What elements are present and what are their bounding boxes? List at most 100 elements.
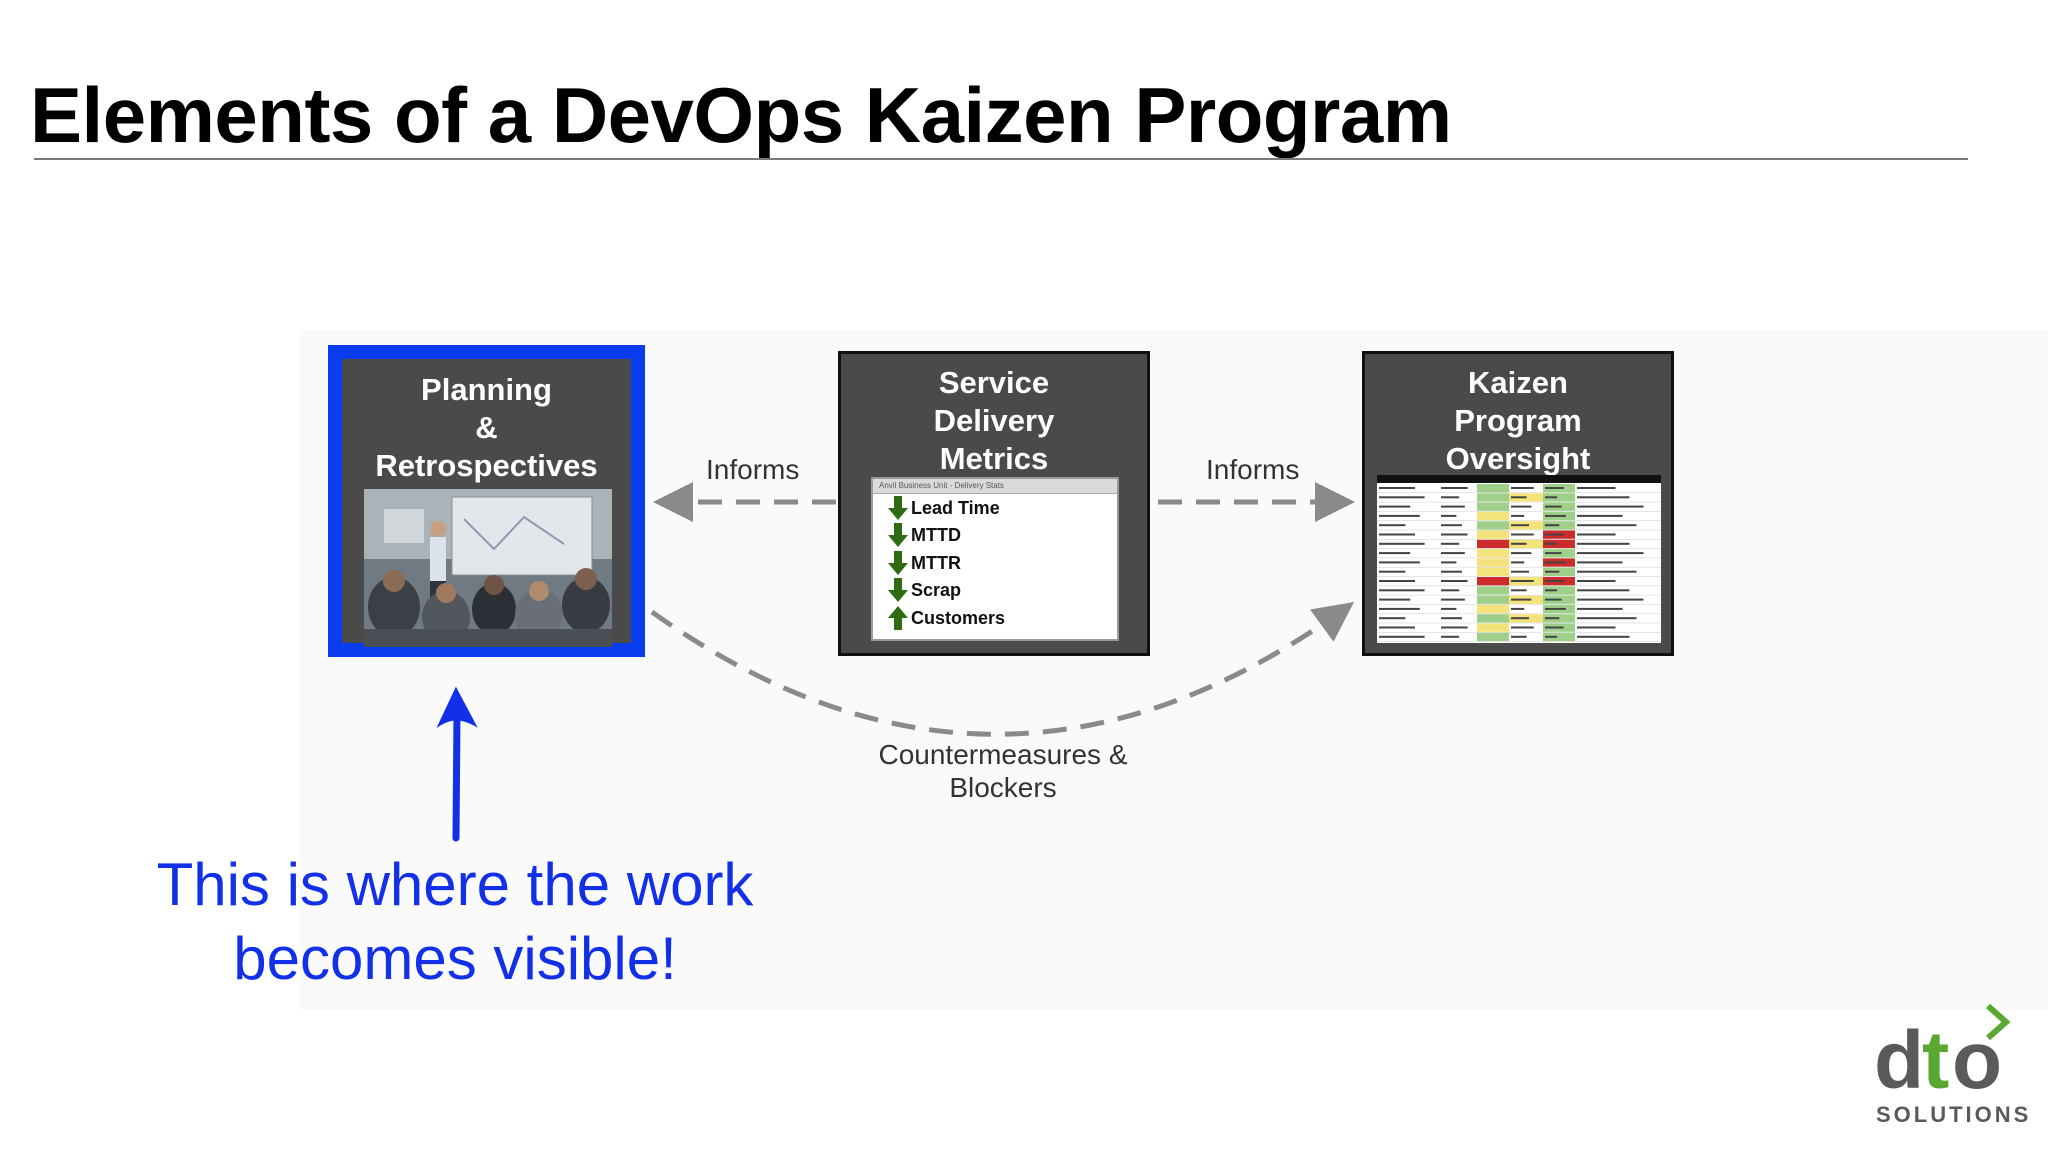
- metric-mttd: MTTD: [873, 522, 1117, 550]
- sheet-cell: [1511, 626, 1534, 629]
- sheet-cell: [1477, 567, 1509, 576]
- metric-label: MTTD: [911, 525, 961, 546]
- sheet-cell: [1379, 552, 1411, 555]
- countermeasures-label-line: Countermeasures &: [878, 739, 1128, 770]
- sheet-cell: [1441, 542, 1460, 545]
- sheet-cell: [1379, 533, 1415, 536]
- sheet-cell: [1379, 570, 1406, 573]
- sheet-cell: [1379, 487, 1415, 489]
- sheet-cell: [1511, 524, 1529, 527]
- sheet-cell: [1545, 524, 1560, 527]
- slide-title: Elements of a DevOps Kaizen Program: [30, 71, 1452, 159]
- metric-customers: Customers: [873, 604, 1117, 632]
- sheet-cell: [1511, 542, 1527, 545]
- metric-label: Customers: [911, 607, 1006, 628]
- sheet-cell: [1509, 558, 1543, 567]
- sheet-cell: [1511, 617, 1529, 620]
- sheet-cell: [1441, 524, 1462, 527]
- kaizen-program-oversight-node: Kaizen Program Oversight: [1362, 351, 1674, 656]
- sheet-cell: [1511, 598, 1532, 601]
- sheet-cell: [1441, 598, 1465, 601]
- metrics-label-line: Service: [938, 365, 1050, 400]
- sheet-cell: [1577, 580, 1616, 582]
- sheet-cell: [1441, 635, 1460, 638]
- sheet-cell: [1545, 617, 1560, 620]
- sheet-cell: [1379, 598, 1411, 601]
- sheet-cell: [1511, 514, 1525, 517]
- sheet-cell: [1577, 552, 1644, 555]
- metrics-node-label: Service Delivery Metrics: [841, 354, 1147, 478]
- sheet-cell: [1545, 542, 1558, 545]
- svg-text:t: t: [1922, 1015, 1949, 1106]
- sheet-cell: [1441, 552, 1465, 555]
- sheet-cell: [1577, 542, 1630, 545]
- callout-line: This is where the work: [156, 851, 754, 918]
- sheet-cell: [1577, 617, 1637, 620]
- sheet-cell: [1545, 487, 1564, 489]
- down-arrow-icon: [888, 523, 908, 548]
- planning-label-line: Planning: [421, 372, 552, 407]
- sheet-cell: [1545, 626, 1564, 629]
- metric-mttr: MTTR: [873, 549, 1117, 577]
- sheet-cell: [1477, 577, 1509, 586]
- sheet-cell: [1545, 635, 1558, 638]
- sheet-cell: [1509, 604, 1543, 614]
- sheet-cell: [1545, 496, 1558, 499]
- sheet-cell: [1379, 607, 1420, 610]
- sheet-cell: [1543, 632, 1575, 642]
- metric-label: Scrap: [911, 580, 962, 601]
- sheet-cell: [1441, 496, 1460, 499]
- sheet-cell: [1511, 487, 1534, 489]
- sheet-cell: [1577, 514, 1623, 517]
- sheet-cell: [1543, 493, 1575, 502]
- sheet-cell: [1441, 589, 1460, 592]
- sheet-cell: [1545, 580, 1564, 582]
- sheet-cell: [1441, 514, 1457, 517]
- sheet-cell: [1577, 487, 1616, 489]
- sheet-cell: [1441, 580, 1468, 582]
- sheet-cell: [1511, 570, 1529, 573]
- sheet-cell: [1441, 607, 1457, 610]
- metrics-window: Anvil Business Unit - Delivery Stats Lea…: [871, 477, 1119, 641]
- svg-text:SOLUTIONS: SOLUTIONS: [1876, 1102, 2030, 1127]
- metric-label: MTTR: [911, 552, 961, 573]
- sheet-cell: [1577, 524, 1637, 527]
- sheet-cell: [1477, 604, 1509, 614]
- sheet-cell: [1379, 514, 1420, 517]
- sheet-cell: [1441, 617, 1462, 620]
- sheet-cell: [1543, 586, 1575, 595]
- down-arrow-icon: [888, 550, 908, 575]
- sheet-cell: [1545, 505, 1562, 508]
- sheet-cell: [1545, 533, 1564, 536]
- sheet-cell: [1477, 586, 1509, 595]
- countermeasures-arrow: [650, 602, 1355, 737]
- countermeasures-label-line: Blockers: [949, 772, 1057, 803]
- sheet-cell: [1577, 561, 1623, 564]
- dto-logo-mark: d t o SOLUTIONS: [1874, 1003, 2030, 1127]
- metric-scrap: Scrap: [873, 577, 1117, 605]
- sheet-cell: [1511, 552, 1532, 555]
- planning-label-line: &: [475, 410, 498, 445]
- sheet-cell: [1543, 539, 1575, 549]
- sheet-cell: [1477, 502, 1509, 511]
- countermeasures-label: Countermeasures & Blockers: [870, 738, 1136, 804]
- metrics-label-line: Metrics: [939, 441, 1049, 476]
- sheet-cell: [1511, 635, 1527, 638]
- sheet-cell: [1511, 505, 1532, 508]
- sheet-cell: [1477, 614, 1509, 623]
- up-arrow-icon: [888, 605, 908, 630]
- sheet-cell: [1511, 496, 1527, 499]
- sheet-cell: [1377, 475, 1661, 483]
- sheet-cell: [1511, 589, 1527, 592]
- sheet-cell: [1577, 607, 1623, 610]
- sheet-cell: [1379, 626, 1415, 629]
- sheet-cell: [1545, 552, 1562, 555]
- sheet-cell: [1577, 589, 1630, 592]
- sheet-cell: [1577, 635, 1630, 638]
- sheet-cell: [1379, 542, 1425, 545]
- sheet-cell: [1379, 505, 1411, 508]
- oversight-spreadsheet-thumbnail: [1377, 475, 1661, 643]
- svg-text:d: d: [1874, 1015, 1920, 1106]
- sheet-cell: [1577, 570, 1637, 573]
